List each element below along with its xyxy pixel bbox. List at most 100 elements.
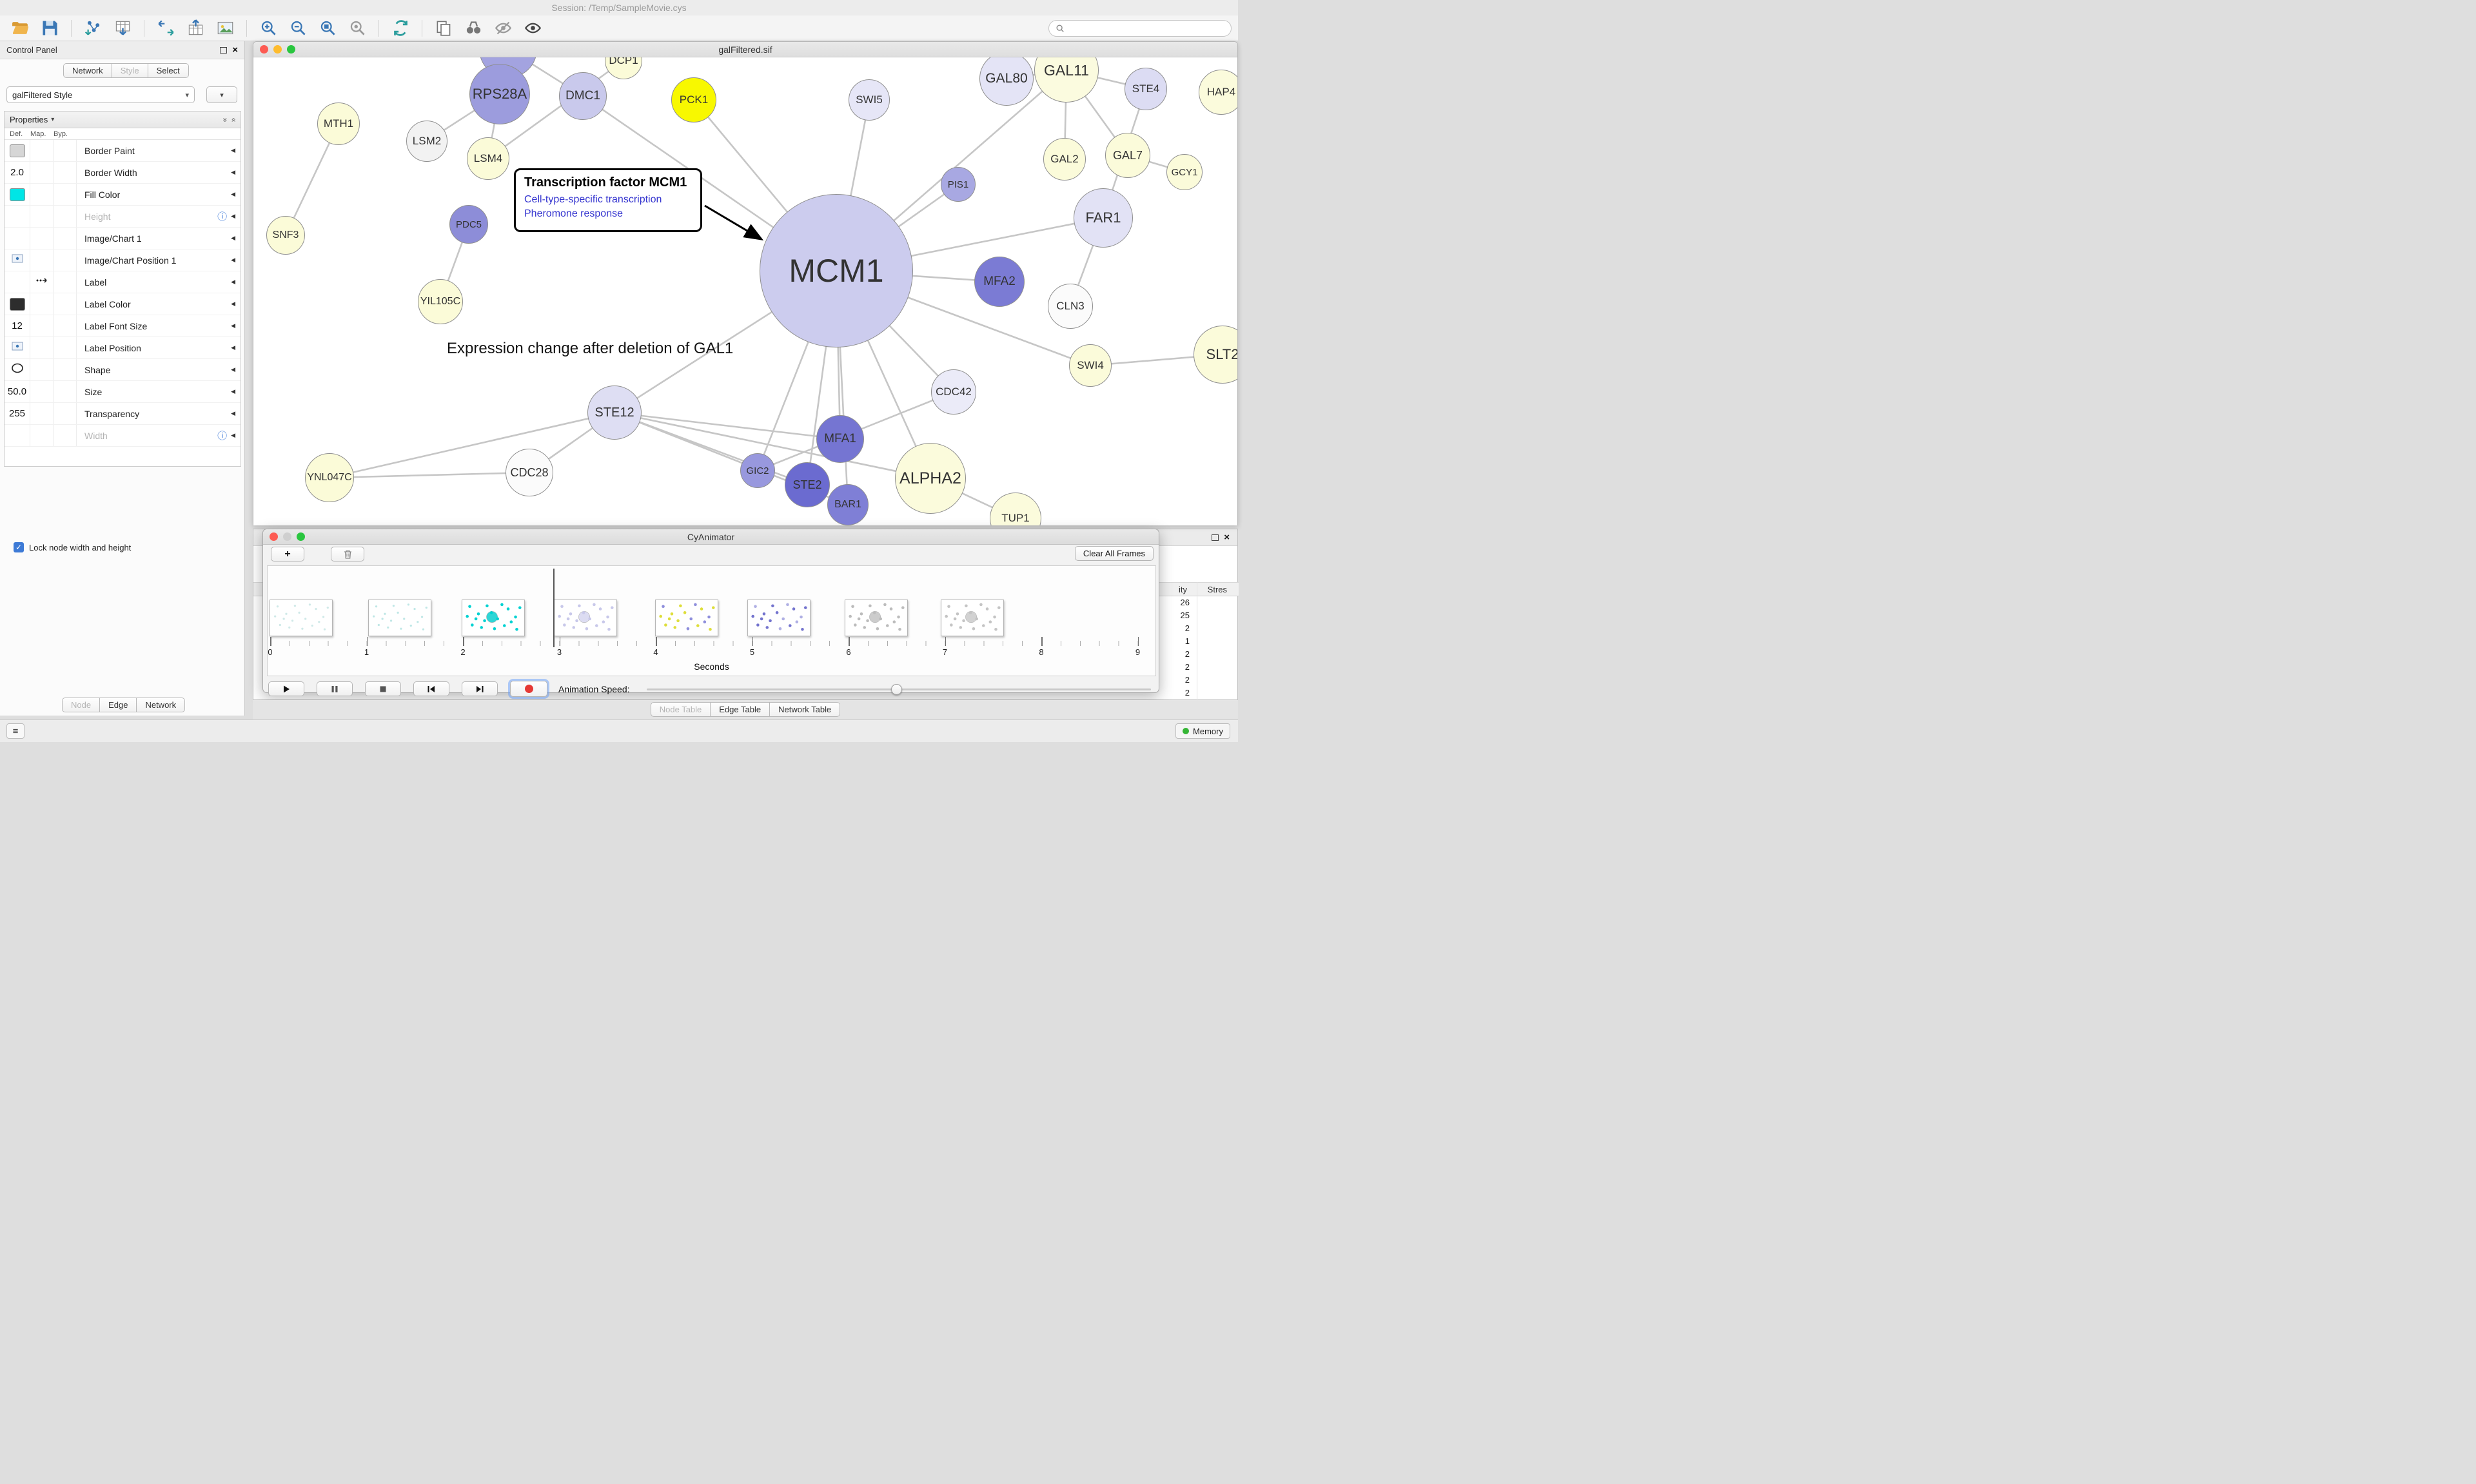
network-node-snf3[interactable]: SNF3 [266, 216, 305, 255]
playhead[interactable] [553, 569, 555, 647]
toolbar-button-export-network[interactable] [152, 17, 179, 39]
expand-row-icon[interactable]: ◀ [231, 410, 235, 416]
property-default-cell[interactable] [5, 425, 30, 446]
network-node-lsm4[interactable]: LSM4 [467, 137, 509, 180]
property-mapping-cell[interactable] [30, 228, 54, 249]
table-row[interactable]: 2 [253, 661, 1239, 674]
tab-network[interactable]: Network [63, 63, 112, 78]
toolbar-button-import-network[interactable] [79, 17, 106, 39]
mcm1-annotation-box[interactable]: Transcription factor MCM1 Cell-type-spec… [514, 168, 702, 232]
network-node-mth1[interactable]: MTH1 [317, 103, 360, 145]
network-node-ynl047c[interactable]: YNL047C [305, 453, 354, 502]
network-node-rps28a[interactable]: RPS28A [469, 64, 530, 124]
network-edge[interactable] [329, 411, 615, 479]
property-mapping-cell[interactable] [30, 184, 54, 205]
expand-row-icon[interactable]: ◀ [231, 344, 235, 351]
close-window-icon[interactable] [260, 45, 268, 54]
property-mapping-cell[interactable] [30, 403, 54, 424]
search-input[interactable] [1068, 23, 1224, 33]
lock-size-checkbox[interactable]: ✓ [14, 542, 24, 552]
expand-row-icon[interactable]: ◀ [231, 432, 235, 438]
property-bypass-cell[interactable] [54, 271, 77, 293]
close-panel-icon[interactable]: × [1224, 532, 1230, 543]
expand-row-icon[interactable]: ◀ [231, 300, 235, 307]
close-panel-icon[interactable]: × [232, 44, 238, 55]
properties-header[interactable]: Properties ▾ » » [5, 112, 241, 128]
property-mapping-cell[interactable] [30, 359, 54, 380]
network-edge[interactable] [614, 411, 841, 440]
property-bypass-cell[interactable] [54, 403, 77, 424]
frame-thumbnail-1[interactable] [270, 600, 333, 636]
property-mapping-cell[interactable] [30, 206, 54, 227]
add-frame-button[interactable]: + [271, 547, 304, 561]
network-node-pis1[interactable]: PIS1 [941, 167, 976, 202]
network-edge[interactable] [614, 411, 931, 480]
property-row[interactable]: Label◀ [5, 271, 241, 293]
toolbar-button-show-all[interactable] [519, 17, 546, 39]
annotation-link[interactable]: Cell-type-specific transcription [524, 194, 662, 205]
table-row[interactable]: 26 [253, 596, 1239, 609]
property-bypass-cell[interactable] [54, 184, 77, 205]
network-node-cln3[interactable]: CLN3 [1048, 284, 1093, 329]
property-bypass-cell[interactable] [54, 359, 77, 380]
network-node-hap4[interactable]: HAP4 [1199, 70, 1237, 115]
skip-to-end-button[interactable] [462, 681, 498, 696]
toolbar-button-apply-layout[interactable] [387, 17, 414, 39]
annotation-link[interactable]: Pheromone response [524, 208, 623, 219]
property-mapping-cell[interactable] [30, 249, 54, 271]
network-node-gal80[interactable]: GAL80 [979, 57, 1034, 106]
expand-row-icon[interactable]: ◀ [231, 213, 235, 219]
property-row[interactable]: Fill Color◀ [5, 184, 241, 206]
network-node-yil105c[interactable]: YIL105C [418, 279, 463, 324]
clear-all-frames-button[interactable]: Clear All Frames [1074, 546, 1154, 561]
slider-handle[interactable] [891, 684, 903, 695]
style-dropdown[interactable]: galFiltered Style ▾ [6, 86, 195, 103]
toolbar-button-search-network[interactable] [460, 17, 487, 39]
property-bypass-cell[interactable] [54, 228, 77, 249]
toolbar-button-export-image[interactable] [211, 17, 239, 39]
property-bypass-cell[interactable] [54, 425, 77, 446]
property-bypass-cell[interactable] [54, 293, 77, 315]
toolbar-button-copy[interactable] [430, 17, 457, 39]
caption-annotation[interactable]: Expression change after deletion of GAL1 [447, 340, 734, 357]
search-field[interactable] [1048, 19, 1232, 37]
property-default-cell[interactable] [5, 206, 30, 227]
network-node-swi5[interactable]: SWI5 [849, 79, 890, 121]
expand-all-icon[interactable]: » [228, 117, 238, 122]
zoom-window-icon[interactable] [297, 532, 305, 541]
toolbar-button-save-session[interactable] [36, 17, 63, 39]
frame-thumbnail-2[interactable] [368, 600, 431, 636]
property-default-cell[interactable]: 2.0 [5, 162, 30, 183]
frame-thumbnail-6[interactable] [747, 600, 811, 636]
delete-frame-button[interactable] [331, 547, 364, 561]
animation-speed-slider[interactable] [647, 684, 1151, 695]
property-row[interactable]: Border Paint◀ [5, 140, 241, 162]
network-node-ste2[interactable]: STE2 [785, 462, 830, 507]
network-node-ste12[interactable]: STE12 [587, 386, 642, 440]
property-mapping-cell[interactable] [30, 425, 54, 446]
expand-row-icon[interactable]: ◀ [231, 388, 235, 395]
network-edge[interactable] [487, 59, 624, 160]
tab-network-style[interactable]: Network [136, 698, 186, 712]
property-mapping-cell[interactable] [30, 271, 54, 293]
network-node-cdc28[interactable]: CDC28 [506, 449, 553, 496]
network-node-pdc5[interactable]: PDC5 [449, 205, 488, 244]
expand-row-icon[interactable]: ◀ [231, 278, 235, 285]
property-default-cell[interactable] [5, 228, 30, 249]
expand-row-icon[interactable]: ◀ [231, 169, 235, 175]
property-mapping-cell[interactable] [30, 140, 54, 161]
tab-node-table[interactable]: Node Table [650, 702, 711, 717]
expand-row-icon[interactable]: ◀ [231, 366, 235, 373]
property-default-cell[interactable] [5, 249, 30, 271]
expand-row-icon[interactable]: ◀ [231, 147, 235, 153]
toolbar-button-fit-content[interactable] [314, 17, 341, 39]
tab-edge-table[interactable]: Edge Table [710, 702, 771, 717]
property-mapping-cell[interactable] [30, 293, 54, 315]
property-default-cell[interactable] [5, 293, 30, 315]
network-node-far1[interactable]: FAR1 [1074, 188, 1133, 248]
